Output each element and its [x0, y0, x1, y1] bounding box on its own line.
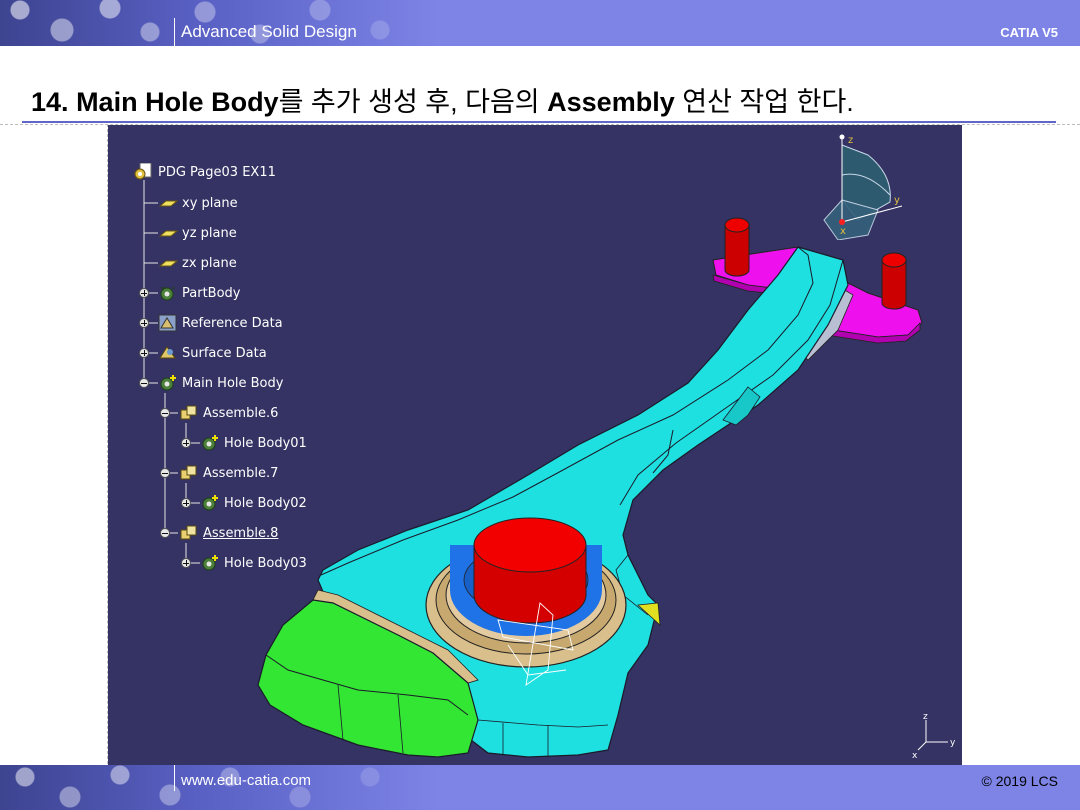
part-document-icon — [134, 162, 154, 181]
assemble-icon — [179, 404, 199, 422]
expand-toggle[interactable] — [181, 558, 191, 568]
tree-node-label: PartBody — [182, 285, 241, 301]
tree-node-label-selected: Assemble.8 — [203, 525, 279, 541]
body-gear-icon — [200, 494, 220, 512]
compass-x-label: x — [840, 226, 846, 237]
footer-divider — [174, 765, 175, 791]
tree-node-label: Hole Body03 — [224, 555, 307, 571]
collapse-toggle[interactable] — [160, 468, 170, 478]
header-divider — [174, 18, 175, 46]
title-text-2: 연산 작업 한다. — [674, 87, 854, 117]
tree-node-assemble-7[interactable]: Assemble.7 — [179, 464, 278, 482]
tree-node-label: Surface Data — [182, 345, 267, 361]
tree-node-label: Main Hole Body — [182, 375, 284, 391]
tree-node-label: Reference Data — [182, 315, 283, 331]
tree-node-label: xy plane — [182, 195, 238, 211]
geometrical-set-icon — [158, 314, 178, 332]
mini-axis-x: x — [912, 751, 918, 760]
assemble-icon — [179, 464, 199, 482]
body-gear-icon — [200, 434, 220, 452]
footer-pattern — [0, 765, 440, 810]
collapse-toggle[interactable] — [160, 528, 170, 538]
footer-band: www.edu-catia.com © 2019 LCS — [0, 765, 1080, 810]
mini-axis-y: y — [950, 738, 956, 748]
collapse-toggle[interactable] — [139, 378, 149, 388]
slide-title: 14. Main Hole Body를 추가 생성 후, 다음의 Assembl… — [31, 80, 854, 119]
mini-axis-z: z — [923, 712, 928, 722]
tree-node-zx-plane[interactable]: zx plane — [158, 254, 237, 272]
body-gear-icon — [200, 554, 220, 572]
expand-toggle[interactable] — [181, 498, 191, 508]
title-underline — [22, 121, 1056, 123]
plane-icon — [158, 194, 179, 212]
tree-node-label: Hole Body02 — [224, 495, 307, 511]
title-bold-2: Assembly — [547, 87, 675, 117]
assemble-icon — [179, 524, 199, 542]
header-band: Advanced Solid Design CATIA V5 — [0, 0, 1080, 46]
header-title: Advanced Solid Design — [181, 22, 357, 41]
axis-triad-icon: z y x — [912, 712, 956, 760]
plane-icon — [158, 224, 179, 242]
expand-toggle[interactable] — [139, 348, 149, 358]
specification-tree[interactable]: PDG Page03 EX11 xy plane yz plane zx pla… — [108, 125, 408, 595]
front-pad — [257, 599, 479, 758]
catia-3d-viewport[interactable]: PDG Page03 EX11 xy plane yz plane zx pla… — [108, 125, 962, 765]
tree-root[interactable]: PDG Page03 EX11 — [134, 162, 276, 181]
collapse-toggle[interactable] — [160, 408, 170, 418]
title-bold-1: Main Hole Body — [76, 87, 279, 117]
tree-node-partbody[interactable]: PartBody — [158, 284, 240, 302]
expand-toggle[interactable] — [139, 318, 149, 328]
tree-node-hole-body02[interactable]: Hole Body02 — [200, 494, 307, 512]
compass-z-label: z — [848, 135, 853, 146]
tree-node-xy-plane[interactable]: xy plane — [158, 194, 238, 212]
expand-toggle[interactable] — [181, 438, 191, 448]
compass-y-label: y — [894, 195, 900, 206]
tree-node-label: zx plane — [182, 255, 237, 271]
header-product-label: CATIA V5 — [1000, 25, 1058, 40]
tree-node-main-hole-body[interactable]: Main Hole Body — [158, 374, 283, 392]
tree-node-assemble-6[interactable]: Assemble.6 — [179, 404, 278, 422]
guide-line-vertical — [107, 124, 108, 764]
compass-icon[interactable]: z y x — [798, 130, 908, 240]
part-model[interactable] — [108, 125, 962, 765]
tree-node-hole-body01[interactable]: Hole Body01 — [200, 434, 307, 452]
tree-node-assemble-8[interactable]: Assemble.8 — [179, 524, 278, 542]
body-gear-icon — [158, 374, 178, 392]
title-text-1: 를 추가 생성 후, 다음의 — [278, 87, 548, 117]
guide-line-horizontal — [0, 124, 1080, 125]
tree-node-reference-data[interactable]: Reference Data — [158, 314, 283, 332]
tree-node-label: yz plane — [182, 225, 237, 241]
body-gear-icon — [158, 284, 178, 302]
tree-root-label: PDG Page03 EX11 — [158, 164, 276, 180]
title-number: 14. — [31, 87, 69, 117]
tree-node-label: Assemble.7 — [203, 465, 279, 481]
header-pattern — [0, 0, 440, 46]
footer-copyright: © 2019 LCS — [981, 773, 1058, 789]
tree-node-hole-body03[interactable]: Hole Body03 — [200, 554, 307, 572]
tree-node-label: Hole Body01 — [224, 435, 307, 451]
plane-icon — [158, 254, 179, 272]
tree-node-surface-data[interactable]: Surface Data — [158, 344, 267, 362]
footer-url[interactable]: www.edu-catia.com — [181, 772, 312, 789]
expand-toggle[interactable] — [139, 288, 149, 298]
tree-node-label: Assemble.6 — [203, 405, 279, 421]
tree-node-yz-plane[interactable]: yz plane — [158, 224, 237, 242]
geometrical-set-icon — [158, 344, 178, 362]
